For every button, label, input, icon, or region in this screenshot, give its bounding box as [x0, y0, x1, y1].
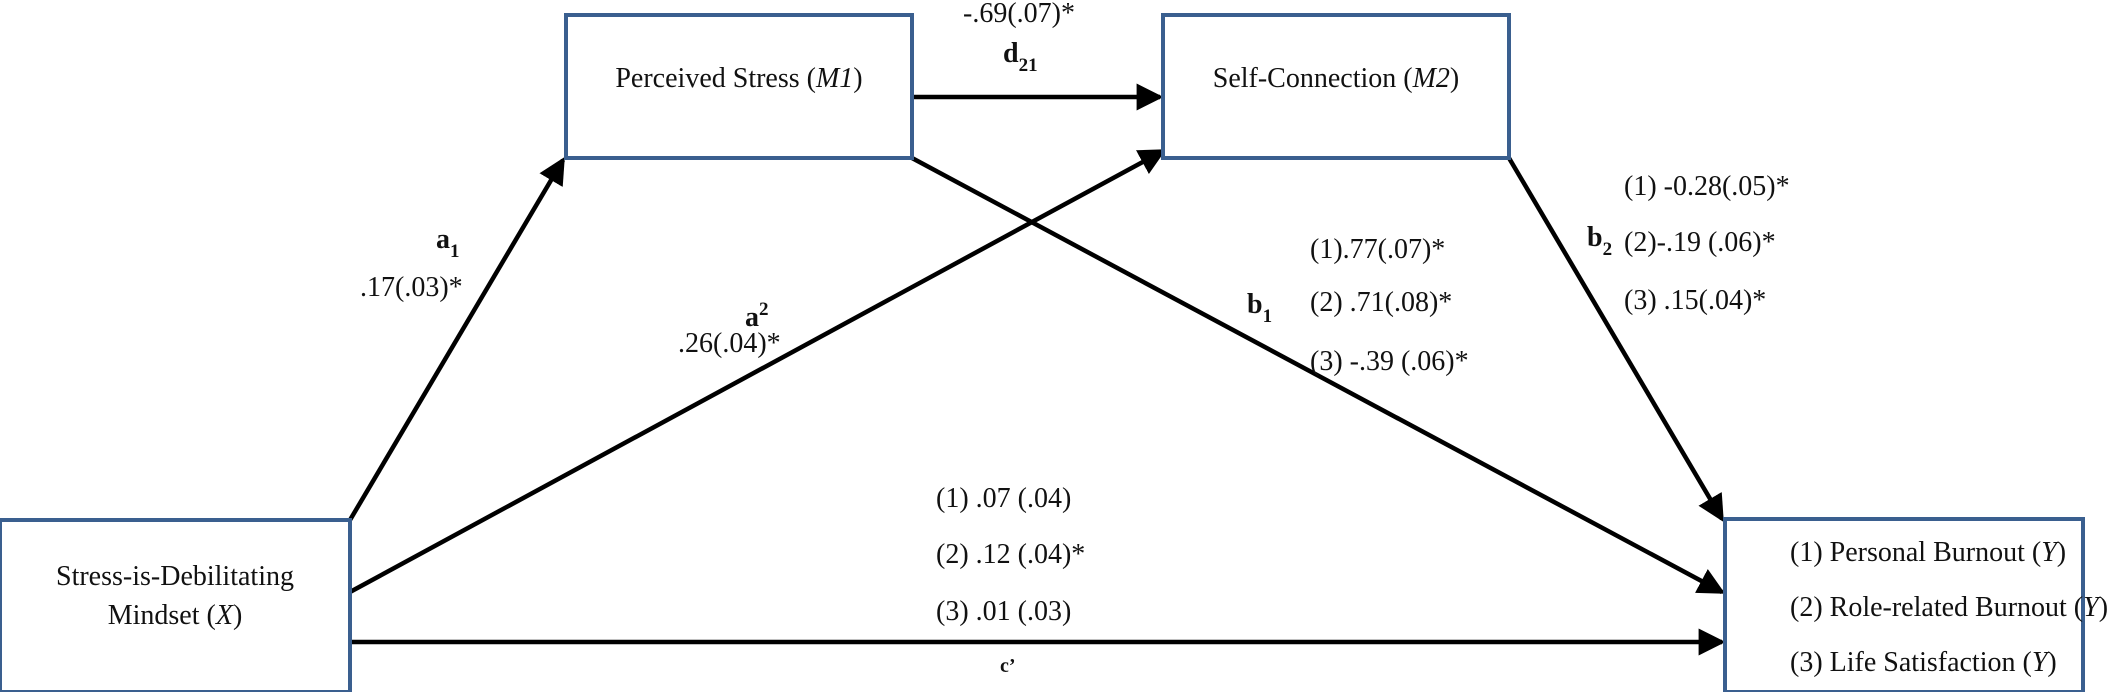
edge-b2 [1507, 156, 1724, 523]
value-d21: -.69(.07)* [963, 0, 1075, 29]
edge-a2 [348, 149, 1167, 594]
value-c-prime-2: (2) .12 (.04)* [936, 539, 1085, 570]
edge-b1 [910, 156, 1726, 594]
node-m1-label: Perceived Stress (M1) [615, 63, 862, 94]
value-b2-3: (3) .15(.04)* [1624, 285, 1766, 316]
node-y-item-2: (2) Role-related Burnout (Y) [1790, 592, 2108, 623]
node-x-line1: Stress-is-Debilitating [56, 561, 294, 592]
value-a1: .17(.03)* [360, 272, 463, 303]
node-x-line2: Mindset (X) [108, 600, 243, 631]
label-c-prime: c’ [1000, 655, 1016, 677]
value-b2-2: (2)-.19 (.06)* [1624, 227, 1776, 258]
node-y-item-1: (1) Personal Burnout (Y) [1790, 537, 2066, 568]
label-b2: b2 [1587, 222, 1612, 260]
value-b1-1: (1).77(.07)* [1310, 234, 1445, 265]
value-a2: .26(.04)* [678, 328, 781, 359]
node-m1-perceived-stress: Perceived Stress (M1) [564, 13, 914, 160]
label-b1: b1 [1247, 289, 1272, 327]
node-m2-self-connection: Self-Connection (M2) [1161, 13, 1511, 160]
edge-a1 [348, 156, 565, 522]
node-m2-label: Self-Connection (M2) [1213, 63, 1460, 94]
label-a2: a2 [745, 299, 769, 333]
value-c-prime-1: (1) .07 (.04) [936, 483, 1071, 514]
node-y-outcomes: (1) Personal Burnout (Y) (2) Role-relate… [1723, 517, 2108, 692]
node-y-item-3: (3) Life Satisfaction (Y) [1790, 647, 2057, 678]
value-c-prime-3: (3) .01 (.03) [936, 596, 1071, 627]
label-d21: d21 [1003, 38, 1038, 76]
value-b1-2: (2) .71(.08)* [1310, 287, 1452, 318]
value-b2-1: (1) -0.28(.05)* [1624, 171, 1790, 202]
node-x-stress-mindset: Stress-is-Debilitating Mindset (X) [0, 518, 352, 692]
value-b1-3: (3) -.39 (.06)* [1310, 346, 1469, 377]
label-a1: a1 [436, 224, 460, 262]
